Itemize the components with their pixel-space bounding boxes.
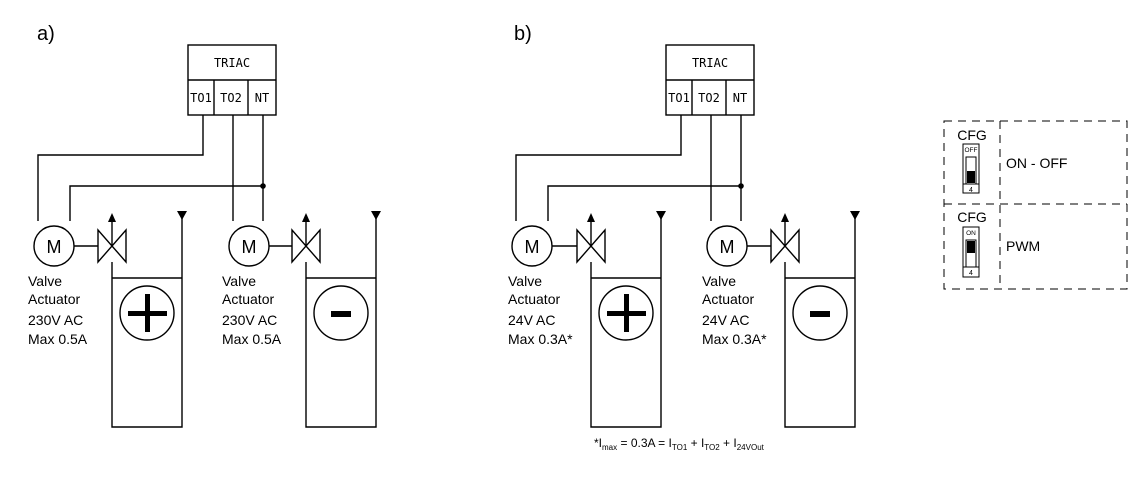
panel-a-terminal-nt: NT	[255, 91, 269, 105]
actuator-line-3: 24V AC	[702, 312, 749, 328]
mode-label: ON - OFF	[1006, 155, 1067, 171]
valve-icon	[291, 213, 321, 264]
cooling-minus-icon	[792, 285, 848, 341]
cooling-minus-icon	[313, 285, 369, 341]
panel-a-tag: a)	[37, 23, 55, 45]
panel-a-actuator-1: M Valve Actuator 230V AC Max 0.5A	[28, 213, 127, 347]
actuator-line-1: Valve	[508, 273, 542, 289]
actuator-line-3: 24V AC	[508, 312, 555, 328]
panel-a-actuator-2: M Valve Actuator 230V AC Max 0.5A	[222, 213, 321, 347]
motor-label: M	[242, 237, 257, 257]
valve-icon	[97, 213, 127, 264]
heating-plus-icon	[119, 285, 175, 341]
config-row-pwm: CFG ON 4 PWM	[957, 209, 1040, 278]
dip-switch-off-icon: OFF 4	[962, 143, 980, 194]
mode-label: PWM	[1006, 238, 1040, 254]
actuator-line-1: Valve	[702, 273, 736, 289]
actuator-line-4: Max 0.5A	[28, 331, 88, 347]
actuator-line-3: 230V AC	[28, 312, 83, 328]
panel-b-triac-title: TRIAC	[692, 56, 728, 70]
switch-number: 4	[969, 187, 973, 194]
panel-b: b) TRIAC TO1 TO2 NT M Valve Actuator	[508, 23, 860, 452]
actuator-line-2: Actuator	[702, 291, 754, 307]
panel-a-tank-minus	[305, 211, 381, 428]
panel-b-terminal-nt: NT	[733, 91, 747, 105]
panel-b-actuator-1: M Valve Actuator 24V AC Max 0.3A*	[508, 213, 606, 347]
actuator-line-2: Actuator	[28, 291, 80, 307]
switch-number: 4	[969, 270, 973, 277]
panel-b-terminal-to2: TO2	[698, 91, 720, 105]
valve-icon	[576, 213, 606, 264]
motor-label: M	[525, 237, 540, 257]
panel-a-tank-plus	[111, 211, 187, 428]
actuator-line-4: Max 0.3A*	[508, 331, 573, 347]
motor-label: M	[47, 237, 62, 257]
config-row-on-off: CFG OFF 4 ON - OFF	[957, 127, 1067, 194]
panel-a-triac-title: TRIAC	[214, 56, 250, 70]
actuator-line-2: Actuator	[508, 291, 560, 307]
panel-b-tag: b)	[514, 23, 532, 45]
heating-plus-icon	[598, 285, 654, 341]
panel-b-terminal-to1: TO1	[668, 91, 690, 105]
actuator-line-1: Valve	[28, 273, 62, 289]
valve-icon	[770, 213, 800, 264]
motor-label: M	[720, 237, 735, 257]
dip-switch-on-icon: ON 4	[962, 226, 980, 278]
panel-b-tank-plus	[590, 211, 666, 428]
panel-a-wiring	[37, 115, 266, 221]
panel-b-actuator-2: M Valve Actuator 24V AC Max 0.3A*	[702, 213, 800, 347]
panel-b-tank-minus	[784, 211, 860, 428]
panel-a-terminal-to2: TO2	[220, 91, 242, 105]
cfg-label: CFG	[957, 209, 987, 225]
switch-state: OFF	[965, 147, 978, 154]
cfg-label: CFG	[957, 127, 987, 143]
actuator-line-3: 230V AC	[222, 312, 277, 328]
actuator-line-4: Max 0.3A*	[702, 331, 767, 347]
panel-b-wiring	[515, 115, 744, 221]
panel-a: a) TRIAC TO1 TO2 NT M Valve	[28, 23, 381, 428]
actuator-line-1: Valve	[222, 273, 256, 289]
current-footnote: *Imax = 0.3A = ITO1 + ITO2 + I24VOut	[594, 436, 765, 452]
panel-a-terminal-to1: TO1	[190, 91, 212, 105]
config-legend: CFG OFF 4 ON - OFF CFG ON 4 PWM	[943, 120, 1128, 290]
actuator-line-2: Actuator	[222, 291, 274, 307]
switch-state: ON	[966, 230, 976, 237]
actuator-line-4: Max 0.5A	[222, 331, 282, 347]
